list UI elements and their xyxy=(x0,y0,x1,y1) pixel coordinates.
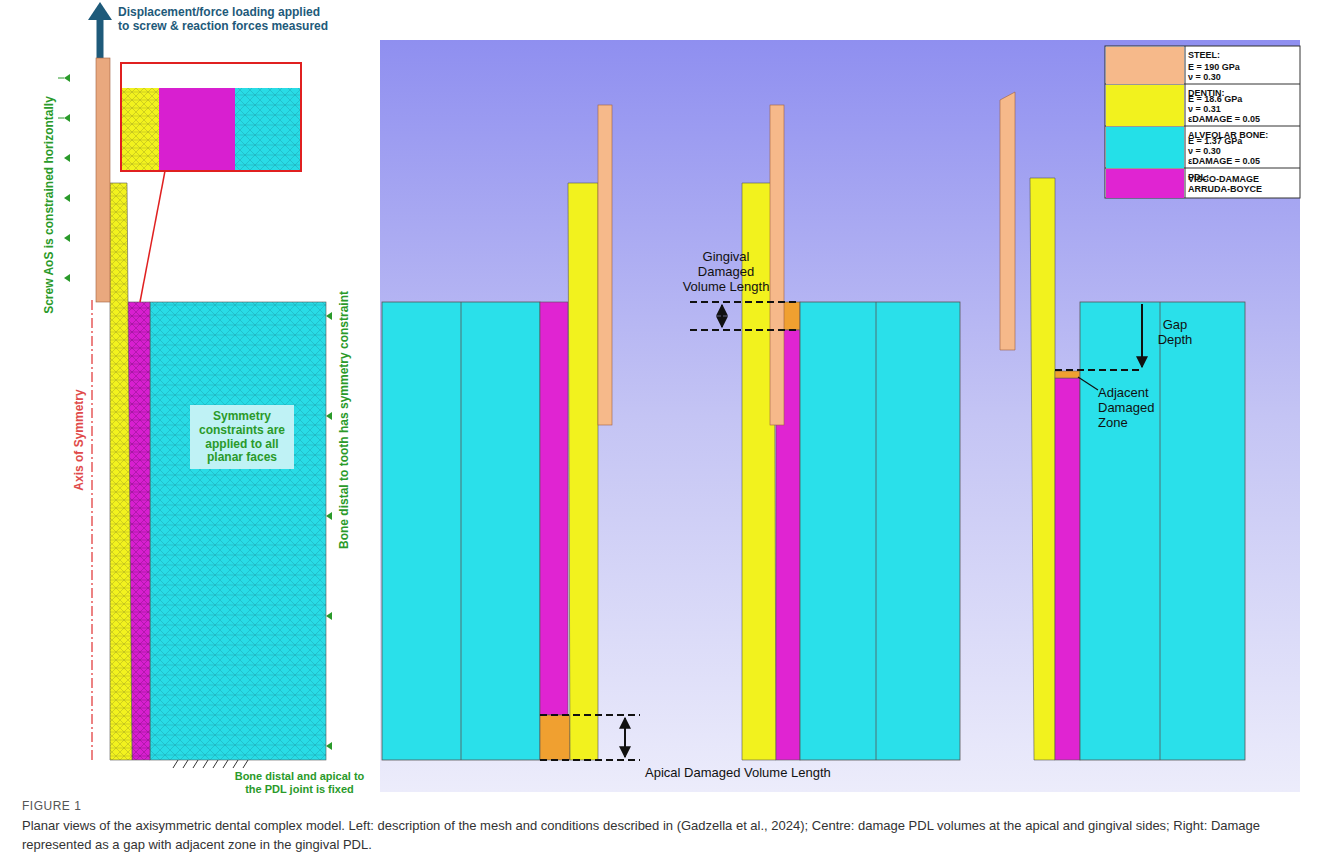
apical-model xyxy=(382,105,640,760)
figure-caption: Planar views of the axisymmetric dental … xyxy=(22,817,1302,855)
property-text: εDAMAGE = 0.05 xyxy=(1188,114,1298,124)
constraint-note: Bone distal to tooth has symmetry constr… xyxy=(338,291,352,549)
property-text: ν = 0.30 xyxy=(1188,72,1298,82)
callout-label: Adjacent Damaged Zone xyxy=(1098,386,1168,431)
constraint-note: Bone distal and apical to the PDL joint … xyxy=(232,770,367,795)
load-note: Displacement/force loading applied to sc… xyxy=(118,6,333,34)
legend-swatch xyxy=(1106,85,1184,126)
property-text: εDAMAGE = 0.05 xyxy=(1188,156,1298,166)
legend-text: DENTIN: xyxy=(1188,88,1298,98)
render-ground xyxy=(380,40,1300,792)
gingival-model xyxy=(690,105,960,760)
dimension-label: Gap Depth xyxy=(1150,318,1200,348)
property-text: E = 190 GPa xyxy=(1188,62,1298,72)
legend-swatch xyxy=(1106,47,1184,84)
mesh-panel xyxy=(58,2,332,768)
constraint-note: Screw AoS is constrained horizontally xyxy=(43,96,57,314)
property-text: ν = 0.30 xyxy=(1188,146,1298,156)
legend-text: STEEL: xyxy=(1188,50,1298,60)
legend-text: ALVEOLAR BONE: xyxy=(1188,130,1298,140)
constraint-note: Symmetry constraints are applied to all … xyxy=(194,410,290,465)
legend-text: PDL: xyxy=(1188,172,1298,182)
figure-title: FIGURE 1 xyxy=(22,800,81,814)
legend-swatch xyxy=(1106,169,1184,198)
axis-label: Axis of Symmetry xyxy=(73,389,87,490)
dimension-label: Apical Damaged Volume Length xyxy=(645,766,845,781)
legend-swatch xyxy=(1106,127,1184,168)
property-text: ν = 0.31 xyxy=(1188,104,1298,114)
dimension-label: Gingival Damaged Volume Length xyxy=(676,250,776,295)
legend-table xyxy=(1105,46,1300,198)
